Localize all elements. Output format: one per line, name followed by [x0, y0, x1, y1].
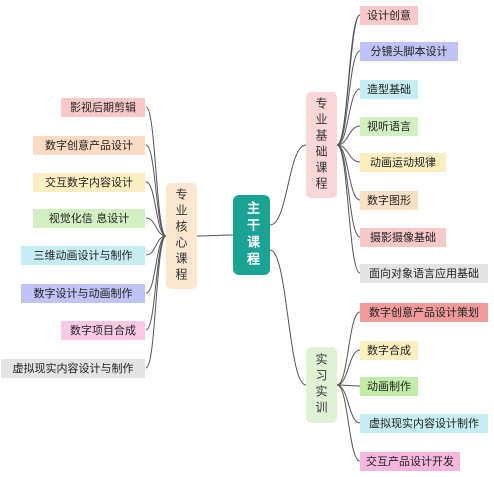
connector-line	[336, 144, 361, 274]
branch-practice-training[interactable]: 实习实训	[306, 347, 337, 423]
foundation-item[interactable]: 摄影摄像基础	[360, 228, 446, 247]
connector-line	[269, 144, 307, 226]
core-item[interactable]: 虚拟现实内容设计与制作	[1, 359, 145, 378]
foundation-item[interactable]: 动画运动规律	[360, 153, 446, 172]
connector-line	[336, 349, 361, 386]
connector-line	[336, 125, 361, 146]
connector-line	[145, 181, 167, 237]
foundation-item[interactable]: 设计创意	[360, 6, 418, 25]
practice-item[interactable]: 虚拟现实内容设计制作	[360, 414, 488, 433]
foundation-item[interactable]: 数字图形	[360, 191, 418, 210]
foundation-item[interactable]: 造型基础	[360, 80, 418, 99]
connector-line	[336, 14, 361, 146]
connector-line	[336, 384, 361, 387]
practice-item[interactable]: 交互产品设计开发	[360, 452, 460, 471]
connector-line	[145, 144, 167, 237]
practice-item[interactable]: 数字创意产品设计策划	[360, 303, 488, 322]
practice-item[interactable]: 数字合成	[360, 341, 418, 360]
core-item[interactable]: 三维动画设计与制作	[21, 246, 145, 265]
core-item[interactable]: 数字项目合成	[61, 321, 145, 340]
connector-line	[336, 384, 361, 424]
core-item[interactable]: 视觉化信 息设计	[33, 209, 145, 228]
root-node-main-courses[interactable]: 主干课程	[233, 195, 270, 275]
foundation-item[interactable]: 分镜头脚本设计	[360, 42, 458, 61]
connector-line	[336, 384, 361, 462]
foundation-item[interactable]: 面向对象语言应用基础	[360, 264, 488, 283]
branch-core-courses[interactable]: 专业核心课程	[166, 183, 197, 289]
core-item[interactable]: 数字设计与动画制作	[21, 284, 145, 303]
foundation-item[interactable]: 视听语言	[360, 117, 418, 136]
core-item[interactable]: 数字创意产品设计	[33, 136, 145, 155]
connector-line	[145, 235, 167, 331]
connector-line	[336, 50, 361, 146]
connector-line	[145, 217, 167, 237]
connector-line	[269, 249, 307, 386]
core-item[interactable]: 影视后期剪辑	[61, 98, 145, 117]
connector-line	[196, 234, 234, 237]
connector-line	[336, 144, 361, 238]
connector-line	[336, 88, 361, 146]
connector-line	[336, 311, 361, 386]
branch-foundation-courses[interactable]: 专业基础课程	[306, 92, 337, 198]
core-item[interactable]: 交互数字内容设计	[33, 173, 145, 192]
connector-line	[145, 106, 167, 237]
connector-line	[145, 235, 167, 369]
practice-item[interactable]: 动画制作	[360, 377, 418, 396]
